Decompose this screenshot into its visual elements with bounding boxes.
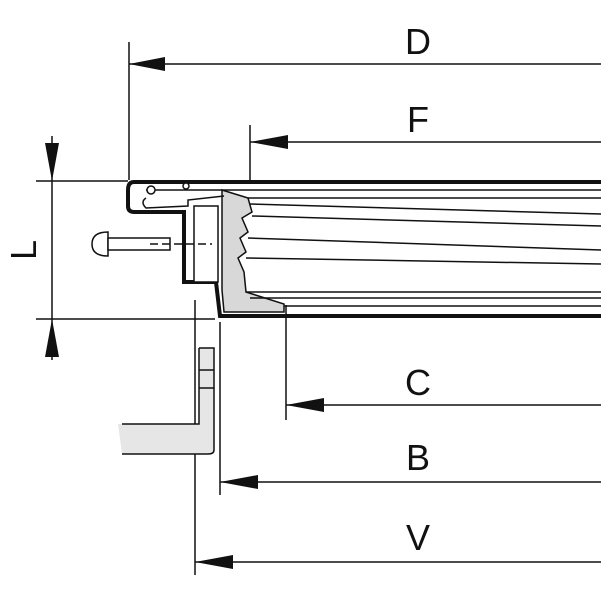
- lid-line-2: [249, 203, 601, 215]
- dimension-c: C: [286, 362, 601, 412]
- bracket-outline: [122, 347, 215, 455]
- dimension-v: V: [195, 517, 601, 569]
- dimension-b: B: [220, 437, 601, 489]
- drain-hole: [146, 185, 156, 195]
- label-c: C: [405, 362, 431, 403]
- screw-shank: [107, 237, 171, 251]
- arrowhead-d: [129, 57, 165, 71]
- screw-head: [91, 231, 109, 257]
- frame-outline: [126, 180, 601, 318]
- bracket-body: [118, 348, 214, 454]
- label-f: F: [407, 99, 429, 140]
- arrowhead-f: [250, 135, 288, 149]
- screw: [91, 231, 212, 257]
- bracket: [118, 347, 215, 455]
- lid-line-4: [247, 237, 601, 251]
- arrowhead-b: [220, 475, 258, 489]
- drain-hole-2: [182, 182, 190, 190]
- label-b: B: [406, 437, 430, 478]
- arrowhead-l-top: [45, 143, 59, 181]
- arrowhead-l-bottom: [45, 319, 59, 357]
- frame-profile: [126, 180, 601, 318]
- label-d: D: [405, 21, 431, 62]
- arrowhead-c: [286, 398, 324, 412]
- dimension-l: L: [3, 136, 59, 360]
- label-l: L: [3, 240, 44, 260]
- label-v: V: [406, 517, 430, 558]
- arrowhead-v: [195, 555, 233, 569]
- lid-line-5: [245, 257, 601, 265]
- dimension-f: F: [250, 99, 601, 149]
- seal-body: [221, 188, 285, 313]
- dimension-d: D: [129, 21, 601, 71]
- frame-lip: [142, 195, 225, 209]
- lid-line-3: [251, 215, 601, 227]
